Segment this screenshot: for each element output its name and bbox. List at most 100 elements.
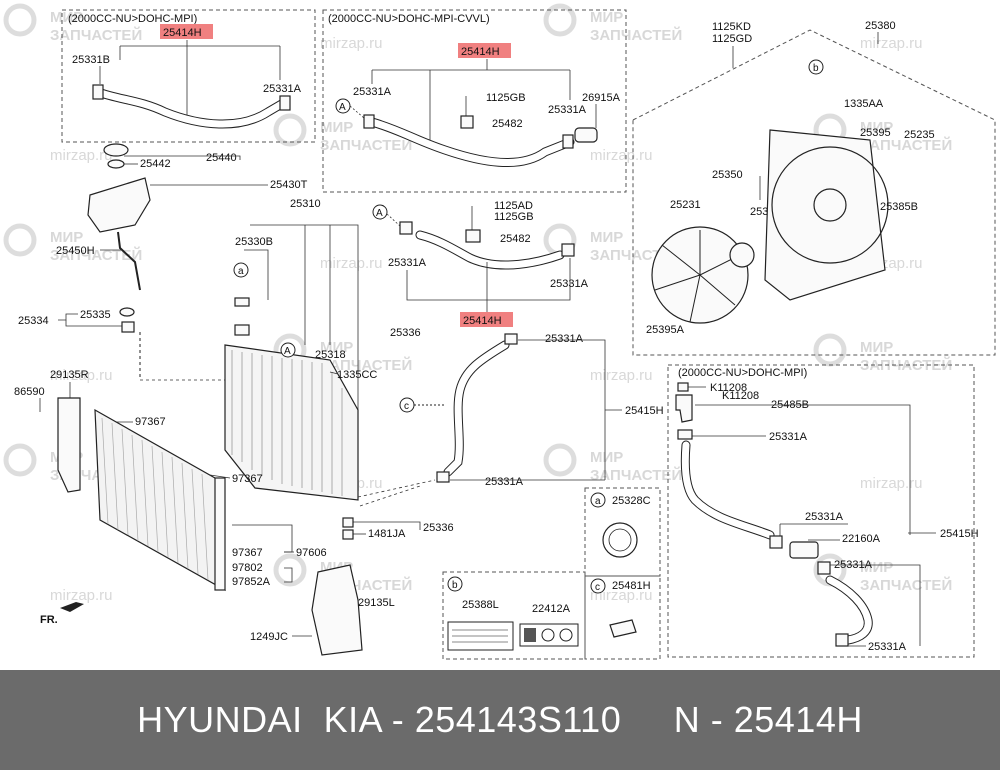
part-label-25331A[interactable]: 25331A	[485, 476, 524, 488]
part-label-25231[interactable]: 25231	[670, 199, 701, 211]
part-label-25482[interactable]: 25482	[492, 118, 523, 130]
part-label-25336[interactable]: 25336	[390, 327, 421, 339]
part-label-97367[interactable]: 97367	[232, 547, 263, 559]
watermark-tile: МИР ЗАПЧАСТЕЙ	[3, 223, 142, 264]
front-direction-label: FR.	[40, 614, 58, 626]
part-label-25388L[interactable]: 25388L	[462, 599, 499, 611]
part-label-1249JC[interactable]: 1249JC	[250, 631, 288, 643]
part-label-22412A[interactable]: 22412A	[532, 603, 571, 615]
part-label-25395A[interactable]: 25395A	[646, 324, 685, 336]
part-label-97367[interactable]: 97367	[232, 473, 263, 485]
part-label-25385B[interactable]: 25385B	[880, 201, 918, 213]
watermark-url: mirzap.ru	[590, 367, 653, 384]
part-label-25330B[interactable]: 25330B	[235, 236, 273, 248]
watermark-brand: МИР	[50, 229, 83, 246]
part-label-25318[interactable]: 25318	[315, 349, 346, 361]
hose-clamp	[279, 95, 291, 111]
box-title: (2000CC-NU>DOHC-MPI)	[678, 367, 807, 379]
condenser	[94, 408, 226, 592]
part-label-25331A[interactable]: 25331A	[263, 83, 302, 95]
hose-clamp	[677, 429, 693, 440]
bracket-25482	[460, 115, 474, 129]
part-label-1335AA[interactable]: 1335AA	[844, 98, 884, 110]
reservoir-hose-25450H	[117, 231, 141, 291]
part-label-25331A[interactable]: 25331A	[545, 333, 584, 345]
part-label-25350[interactable]: 25350	[712, 169, 743, 181]
part-label-1125KD[interactable]: 1125KD	[712, 21, 751, 33]
part-label-1125GB[interactable]: 1125GB	[486, 92, 526, 104]
watermark-url: mirzap.ru	[50, 587, 113, 604]
watermark-brand2: ЗАПЧАСТЕЙ	[860, 576, 952, 594]
part-label-25430T[interactable]: 25430T	[270, 179, 308, 191]
watermark-url: mirzap.ru	[320, 35, 383, 52]
part-label-25440[interactable]: 25440	[206, 152, 237, 164]
pipe-22160A	[789, 541, 819, 559]
part-label-29135L[interactable]: 29135L	[358, 597, 395, 609]
part-label-K11208[interactable]: K11208	[722, 390, 759, 402]
part-label-25415H[interactable]: 25415H	[625, 405, 664, 417]
watermark-brand2: ЗАПЧАСТЕЙ	[50, 26, 142, 44]
part-label-25414H[interactable]: 25414H	[163, 27, 202, 39]
svg-text:A: A	[376, 208, 383, 219]
part-label-25481H[interactable]: 25481H	[612, 580, 651, 592]
part-label-25414H[interactable]: 25414H	[463, 315, 502, 327]
part-label-25331A[interactable]: 25331A	[548, 104, 587, 116]
part-label-86590[interactable]: 86590	[14, 386, 45, 398]
callout-a	[233, 262, 249, 278]
hose-clamp	[562, 134, 574, 149]
part-label-1335CC[interactable]: 1335CC	[337, 369, 377, 381]
part-label-26915A[interactable]: 26915A	[582, 92, 621, 104]
highlight-box	[160, 24, 213, 39]
part-label-25334[interactable]: 25334	[18, 315, 49, 327]
part-label-K11208[interactable]: K11208	[710, 382, 747, 394]
radiator-cap-25328C	[602, 522, 638, 558]
part-label-25328C[interactable]: 25328C	[612, 495, 651, 507]
part-label-25482[interactable]: 25482	[500, 233, 531, 245]
bracket-25482	[465, 229, 481, 243]
radiator-25310	[224, 344, 359, 501]
part-label-25331A[interactable]: 25331A	[388, 257, 427, 269]
box-title: (2000CC-NU>DOHC-MPI-CVVL)	[328, 13, 490, 25]
part-label-97606[interactable]: 97606	[296, 547, 327, 559]
part-label-25442[interactable]: 25442	[140, 158, 171, 170]
part-label-29135R[interactable]: 29135R	[50, 369, 89, 381]
svg-text:c: c	[595, 582, 600, 593]
variant-box-top-left	[61, 9, 316, 143]
part-label-25395[interactable]: 25395	[860, 127, 891, 139]
part-label-25331B[interactable]: 25331B	[72, 54, 110, 66]
part-label-25331A[interactable]: 25331A	[353, 86, 392, 98]
part-label-97367[interactable]: 97367	[135, 416, 166, 428]
front-arrow-icon	[60, 602, 84, 612]
watermark-brand: МИР	[320, 339, 353, 356]
part-number-text: HYUNDAI KIA - 254143S110 N - 25414H	[137, 699, 863, 740]
part-label-25235[interactable]: 25235	[904, 129, 935, 141]
reservoir-cap-25442	[103, 143, 129, 157]
watermark-brand2: ЗАПЧАСТЕЙ	[590, 26, 682, 44]
part-label-25414H[interactable]: 25414H	[461, 46, 500, 58]
hose-clamp	[436, 471, 450, 483]
part-label-97852A[interactable]: 97852A	[232, 576, 271, 588]
sensor-26915A	[574, 127, 598, 143]
part-label-25336[interactable]: 25336	[423, 522, 454, 534]
part-label-25310[interactable]: 25310	[290, 198, 321, 210]
part-label-1125AD[interactable]: 1125AD	[494, 200, 533, 212]
watermark-brand: МИР	[50, 9, 83, 26]
watermark-url: mirzap.ru	[50, 367, 113, 384]
part-label-25415H[interactable]: 25415H	[940, 528, 979, 540]
svg-text:b: b	[452, 580, 458, 591]
part-label-25335[interactable]: 25335	[80, 309, 111, 321]
part-label-97802[interactable]: 97802	[232, 562, 263, 574]
part-label-25331A[interactable]: 25331A	[805, 511, 844, 523]
part-label-25331A[interactable]: 25331A	[868, 641, 907, 653]
part-label-22160A[interactable]: 22160A	[842, 533, 881, 545]
detail-box-a	[584, 487, 661, 577]
part-label-1125GB[interactable]: 1125GB	[494, 211, 534, 223]
part-label-1481JA[interactable]: 1481JA	[368, 528, 406, 540]
part-label-1125GD[interactable]: 1125GD	[712, 33, 752, 45]
air-guard-29135L	[311, 564, 363, 656]
part-label-25380[interactable]: 25380	[865, 20, 896, 32]
part-label-25450H[interactable]: 25450H	[56, 245, 95, 257]
part-label-25331A[interactable]: 25331A	[769, 431, 808, 443]
part-label-25331A[interactable]: 25331A	[550, 278, 589, 290]
highlight-box	[460, 312, 513, 327]
